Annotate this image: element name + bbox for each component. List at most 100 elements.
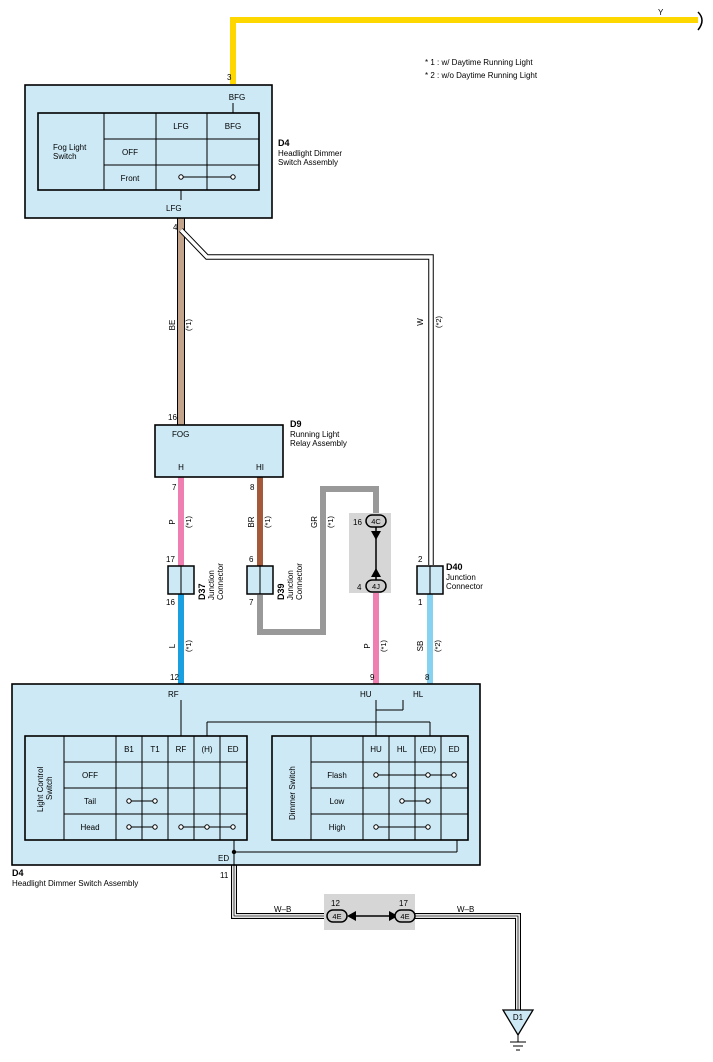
head-contact-t1 bbox=[152, 824, 158, 830]
junction-d39: 6 7 D39 Junction Connector bbox=[246, 555, 304, 607]
low-contact-hl bbox=[399, 798, 405, 804]
connector-4e-left-pin: 12 bbox=[331, 899, 340, 908]
note-2: * 2 : w/o Daytime Running Light bbox=[425, 71, 538, 80]
relay-pin-hi: HI bbox=[256, 463, 264, 472]
connector-4c-label: 4C bbox=[371, 517, 381, 526]
fog-table-title-1: Fog Light bbox=[53, 143, 87, 152]
d40-name-2: Connector bbox=[446, 582, 483, 591]
d39-pin-bottom: 7 bbox=[249, 598, 254, 607]
wire-wb-core bbox=[233, 865, 519, 1012]
dimmer-table-row-flash: Flash bbox=[327, 771, 347, 780]
dimmer-switch-table: Dimmer Switch HU HL (ED) ED Flash Low Hi… bbox=[271, 735, 469, 841]
connector-4c-pin: 16 bbox=[353, 518, 362, 527]
d39-name-1: Junction bbox=[286, 570, 295, 600]
d39-name-2: Connector bbox=[295, 563, 304, 600]
connector-4j-pin: 4 bbox=[357, 583, 362, 592]
fog-table-row-front: Front bbox=[121, 174, 140, 183]
ground-label: D1 bbox=[513, 1013, 524, 1022]
wire-br-note: (*1) bbox=[263, 515, 272, 528]
wire-y-end bbox=[697, 11, 703, 31]
relay-pin-h: H bbox=[178, 463, 184, 472]
wire-l-label: L bbox=[168, 643, 177, 648]
bottom-switch-pin-ed: ED bbox=[218, 854, 229, 863]
relay-pin16-num: 16 bbox=[168, 413, 177, 422]
fog-front-contact-b bbox=[230, 174, 236, 180]
connector-4e-left-label: 4E bbox=[332, 912, 341, 921]
wire-w-label: W bbox=[416, 318, 425, 326]
light-table-header-ed: ED bbox=[227, 745, 238, 754]
top-switch-pin3-num: 3 bbox=[227, 73, 232, 82]
d37-id: D37 bbox=[197, 583, 207, 600]
top-switch-name-1: Headlight Dimmer bbox=[278, 149, 342, 158]
relay-pin8-num: 8 bbox=[250, 483, 255, 492]
wire-wb bbox=[231, 865, 521, 1012]
wire-p-top-note: (*1) bbox=[184, 515, 193, 528]
junction-d37: 17 16 D37 Junction Connector bbox=[166, 555, 225, 607]
low-contact-ed-paren bbox=[425, 798, 431, 804]
dimmer-table-title: Dimmer Switch bbox=[288, 766, 297, 820]
fog-light-switch-table: Fog Light Switch LFG BFG OFF Front bbox=[37, 112, 260, 191]
wire-p-bottom-label: P bbox=[363, 643, 372, 648]
ground-d1: D1 bbox=[501, 1009, 535, 1051]
high-contact-hu bbox=[373, 824, 379, 830]
relay-name-2: Relay Assembly bbox=[290, 439, 347, 448]
relay-name-1: Running Light bbox=[290, 430, 340, 439]
bottom-switch-pin-rf: RF bbox=[168, 690, 179, 699]
top-switch-pin-lfg: LFG bbox=[166, 204, 182, 213]
connector-4e-right-label: 4E bbox=[400, 912, 409, 921]
wire-w-note: (*2) bbox=[434, 315, 443, 328]
bottom-switch-internal-lines bbox=[180, 700, 458, 866]
d39-pin-top: 6 bbox=[249, 555, 254, 564]
bottom-switch-id: D4 bbox=[12, 868, 24, 878]
wire-wb-fill bbox=[232, 865, 520, 1012]
d37-name-2: Connector bbox=[216, 563, 225, 600]
d40-pin-top: 2 bbox=[418, 555, 423, 564]
d40-name-1: Junction bbox=[446, 573, 476, 582]
bottom-switch-pin-hu: HU bbox=[360, 690, 372, 699]
bottom-switch-pin8-num: 8 bbox=[425, 673, 430, 682]
dimmer-table-header-hu: HU bbox=[370, 745, 382, 754]
wire-sb-label: SB bbox=[416, 641, 425, 652]
light-table-header-rf: RF bbox=[176, 745, 187, 754]
tail-contact-t1 bbox=[152, 798, 158, 804]
d40-pin-bottom: 1 bbox=[418, 598, 423, 607]
wire-wb-right-label: W–B bbox=[457, 905, 474, 914]
light-table-header-h: (H) bbox=[201, 745, 212, 754]
fog-front-contact-a bbox=[178, 174, 184, 180]
high-contact-ed-paren bbox=[425, 824, 431, 830]
relay-id: D9 bbox=[290, 419, 302, 429]
d37-pin-top: 17 bbox=[166, 555, 175, 564]
connector-4e-pair: 4E 12 4E 17 bbox=[324, 894, 416, 930]
light-table-row-off: OFF bbox=[82, 771, 98, 780]
wire-gr-note: (*1) bbox=[326, 515, 335, 528]
bottom-switch-pin-hl: HL bbox=[413, 690, 424, 699]
wire-sb-note: (*2) bbox=[433, 639, 442, 652]
light-table-header-t1: T1 bbox=[150, 745, 160, 754]
wire-be-note: (*1) bbox=[184, 318, 193, 331]
top-switch-pin-bfg: BFG bbox=[229, 93, 245, 102]
light-table-title-2: Switch bbox=[45, 776, 54, 800]
wire-w bbox=[179, 228, 434, 565]
light-table-title-1: Light Control bbox=[36, 766, 45, 812]
top-switch-id: D4 bbox=[278, 138, 290, 148]
flash-contact-ed-paren bbox=[425, 772, 431, 778]
flash-contact-hu bbox=[373, 772, 379, 778]
dimmer-table-header-ed-paren: (ED) bbox=[420, 745, 437, 754]
d40-id: D40 bbox=[446, 562, 463, 572]
wire-p-bottom-note: (*1) bbox=[379, 639, 388, 652]
head-contact-ed bbox=[230, 824, 236, 830]
connector-4e-right-pin: 17 bbox=[399, 899, 408, 908]
dimmer-table-header-hl: HL bbox=[397, 745, 408, 754]
tail-contact-b1 bbox=[126, 798, 132, 804]
wire-y bbox=[230, 17, 698, 84]
wire-gr-label: GR bbox=[310, 516, 319, 528]
bottom-switch-pin12-num: 12 bbox=[170, 673, 179, 682]
d37-name-1: Junction bbox=[207, 570, 216, 600]
flash-contact-ed bbox=[451, 772, 457, 778]
top-switch-name-2: Switch Assembly bbox=[278, 158, 338, 167]
wire-y-label: Y bbox=[658, 8, 664, 17]
bottom-switch-pin11-num: 11 bbox=[220, 871, 229, 880]
wire-w-fill bbox=[179, 228, 433, 565]
note-1: * 1 : w/ Daytime Running Light bbox=[425, 58, 533, 67]
